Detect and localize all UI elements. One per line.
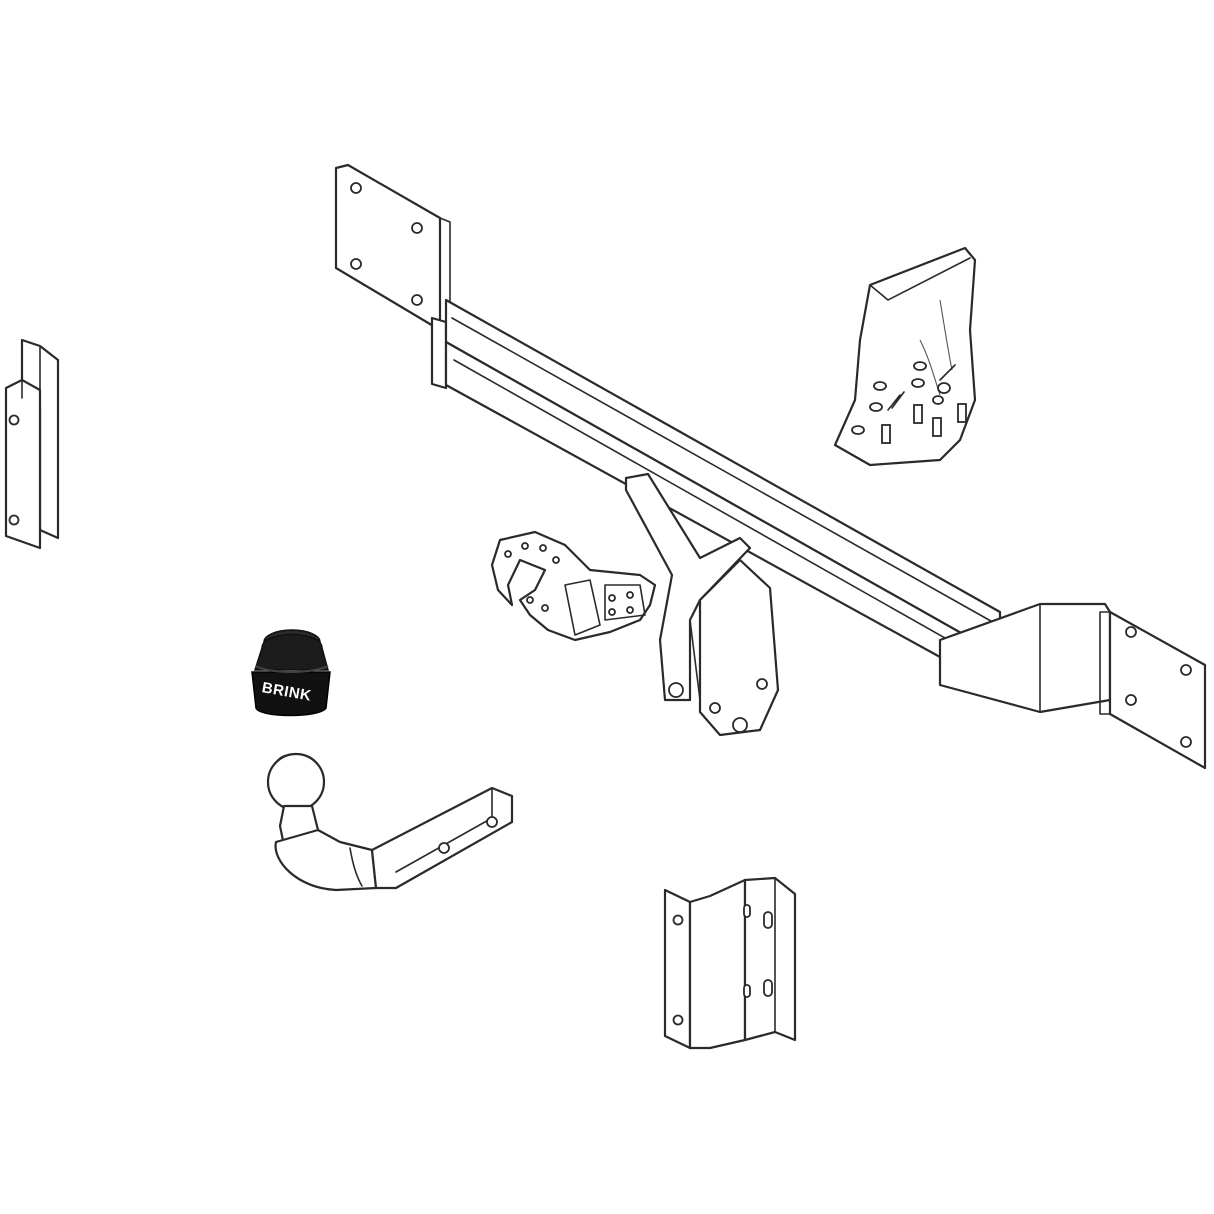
ball-cover: BRINK bbox=[251, 629, 331, 717]
hardware-bag bbox=[833, 246, 977, 467]
crossbar bbox=[334, 163, 1207, 770]
right-bracket bbox=[663, 876, 797, 1050]
tow-ball-neck bbox=[266, 752, 514, 892]
left-bracket bbox=[4, 338, 60, 550]
bolt-icon bbox=[851, 361, 967, 444]
socket-plate bbox=[490, 530, 657, 642]
